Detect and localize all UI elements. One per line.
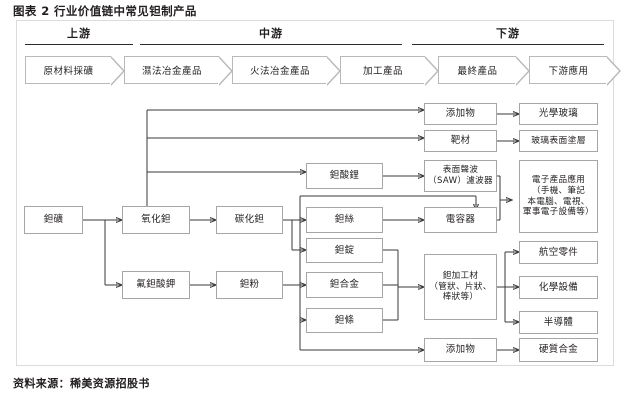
- node-tantalum-carbide[interactable]: 碳化鉭: [216, 206, 283, 234]
- node-additive-bottom[interactable]: 添加物: [424, 338, 497, 362]
- node-electronic-products[interactable]: 電子產品應用 （手機、筆記 本電腦、電視、 軍事電子設備等）: [519, 160, 598, 233]
- chevron-processed-products[interactable]: 加工產品: [340, 56, 439, 86]
- node-potassium-fluorotantalate[interactable]: 氟鉭酸鉀: [122, 271, 190, 299]
- stage-label-midstream: 中游: [259, 27, 283, 40]
- chevron-downstream-applications[interactable]: 下游應用: [529, 56, 621, 86]
- chevron-final-products[interactable]: 最終產品: [438, 56, 530, 86]
- node-tantalum-ore[interactable]: 鉭礦: [24, 206, 83, 234]
- stage-rule-downstream: [412, 44, 604, 45]
- stage-rule-upstream: [25, 44, 133, 45]
- node-aviation-parts[interactable]: 航空零件: [519, 241, 598, 264]
- node-capacitor[interactable]: 電容器: [424, 207, 497, 233]
- stage-rule-midstream: [140, 44, 402, 45]
- chevron-label: 下游應用: [548, 66, 589, 77]
- stage-label-downstream: 下游: [496, 27, 520, 40]
- chevron-label: 火法冶金產品: [249, 66, 310, 77]
- stage-label-upstream: 上游: [67, 27, 91, 40]
- node-semiconductor[interactable]: 半導體: [519, 311, 598, 334]
- chevron-pyrometallurgy-products[interactable]: 火法冶金產品: [232, 56, 341, 86]
- node-glass-surface-coating[interactable]: 玻璃表面塗層: [519, 130, 598, 152]
- node-tantalum-strip[interactable]: 鉭條: [306, 308, 383, 333]
- node-lithium-tantalate[interactable]: 鉭酸鋰: [306, 163, 383, 189]
- chevron-hydrometallurgy-products[interactable]: 濕法冶金產品: [124, 56, 233, 86]
- node-tantalum-oxide[interactable]: 氧化鉭: [122, 206, 190, 234]
- node-tantalum-processed-material[interactable]: 鉭加工材 （管狀、片狀、 棒狀等）: [424, 254, 497, 320]
- node-chemical-equipment[interactable]: 化學設備: [519, 276, 598, 299]
- node-optical-glass[interactable]: 光學玻璃: [519, 103, 598, 125]
- chevron-raw-material-mining[interactable]: 原材料採礦: [25, 56, 125, 86]
- node-additive-top[interactable]: 添加物: [424, 103, 497, 125]
- node-tantalum-powder[interactable]: 鉭粉: [216, 271, 283, 299]
- chevron-label: 原材料採礦: [43, 66, 94, 77]
- chevron-label: 最終產品: [457, 66, 498, 77]
- node-tantalum-alloy[interactable]: 鉭合金: [306, 272, 383, 298]
- node-sputtering-target[interactable]: 靶材: [424, 130, 497, 152]
- node-saw-filter[interactable]: 表面聲波 （SAW）濾波器: [424, 160, 497, 192]
- node-cemented-carbide[interactable]: 硬質合金: [519, 338, 598, 362]
- source-note: 资料来源：稀美资源招股书: [13, 377, 150, 390]
- node-tantalum-wire[interactable]: 鉭絲: [306, 207, 383, 233]
- chevron-label: 加工產品: [362, 66, 403, 77]
- chevron-label: 濕法冶金產品: [141, 66, 202, 77]
- page-title: 图表 2 行业价值链中常见钽制产品: [13, 4, 197, 18]
- node-tantalum-ingot[interactable]: 鉭錠: [306, 238, 383, 263]
